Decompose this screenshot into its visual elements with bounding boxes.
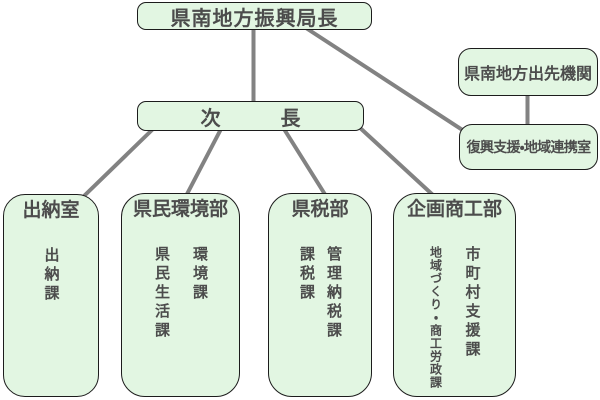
node-label: 復興支援・地域連携室 — [466, 140, 591, 156]
node-deputy-director: 次 長 — [137, 101, 364, 131]
department-name: 県民環境部 — [132, 198, 228, 220]
section-label-vertical: 出納課 — [42, 247, 61, 304]
node-label: 次 長 — [200, 105, 301, 130]
department-sections: 管理納税課 課税課 — [269, 246, 371, 394]
connector-deputy-dept4 — [356, 124, 436, 198]
node-accounts-office: 出納室 出納課 — [3, 194, 99, 397]
department-sections: 市町村支援課 地域づくり・商工労政課 — [394, 246, 515, 394]
section-label-vertical: 県民生活課 — [153, 246, 171, 341]
node-label: 県南地方出先機関 — [463, 64, 592, 83]
department-name: 企画商工部 — [406, 198, 502, 220]
node-branch-offices: 県南地方出先機関 — [458, 48, 598, 96]
section-label-vertical: 環境課 — [191, 246, 209, 303]
node-citizens-environment-dept: 県民環境部 環境課 県民生活課 — [121, 193, 240, 397]
department-sections: 出納課 — [4, 247, 98, 395]
node-prefectural-tax-dept: 県税部 管理納税課 課税課 — [268, 193, 372, 397]
department-sections: 環境課 県民生活課 — [122, 246, 239, 394]
department-name: 県税部 — [291, 198, 349, 220]
connector-root-coop — [304, 26, 466, 133]
connector-deputy-dept1 — [82, 127, 155, 198]
section-label-vertical: 管理納税課 — [325, 246, 343, 341]
section-label-vertical: 市町村支援課 — [463, 246, 482, 360]
node-reconstruction-cooperation-office: 復興支援・地域連携室 — [459, 124, 598, 170]
connector-deputy-dept3 — [282, 127, 328, 198]
section-label-vertical: 地域づくり・商工労政課 — [428, 246, 443, 389]
connector-deputy-dept2 — [184, 127, 223, 198]
node-bureau-director: 県南地方振興局長 — [137, 2, 372, 30]
department-name: 出納室 — [22, 199, 80, 221]
node-planning-commerce-dept: 企画商工部 市町村支援課 地域づくり・商工労政課 — [393, 193, 516, 397]
node-label: 県南地方振興局長 — [170, 5, 339, 30]
section-label-vertical: 課税課 — [298, 246, 316, 303]
